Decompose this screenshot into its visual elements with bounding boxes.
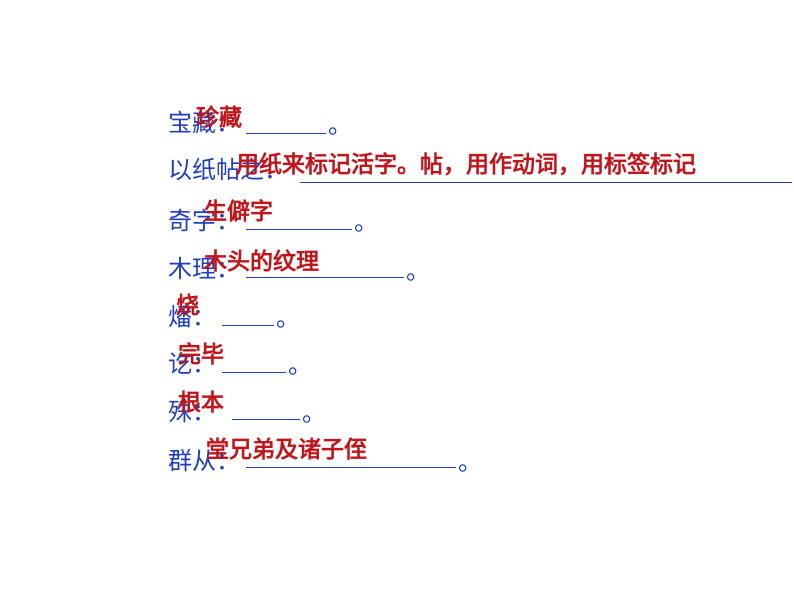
item-row-5: 燔： 。 烧 [0,0,794,332]
answer-text: 生僻字 [204,199,273,225]
item-row-1: 宝藏： 。 珍藏 [0,0,794,139]
item-row-8: 群从： 。 堂兄弟及诸子侄 [0,0,794,476]
period: 。 [406,257,430,285]
period: 。 [328,111,352,139]
answer-blank [222,372,286,373]
answer-text: 堂兄弟及诸子侄 [206,437,367,463]
term-label: 讫： [168,350,216,378]
period: 。 [458,448,482,476]
answer-blank [246,133,326,134]
item-row-3: 奇字： 。 生僻字 [0,0,794,236]
term-label: 殊： [168,398,216,426]
answer-blank [246,277,404,278]
answer-text: 木头的纹理 [204,249,319,275]
item-row-7: 殊： 。 根本 [0,0,794,427]
answer-text: 完毕 [178,342,224,368]
answer-text: 根本 [178,390,224,416]
answer-blank [222,325,274,326]
term-label: 奇字： [168,207,240,235]
period: 。 [302,399,326,427]
item-row-4: 木理： 。 木头的纹理 [0,0,794,285]
term-label: 宝藏： [168,109,240,137]
answer-blank [232,419,300,420]
answer-text: 烧 [176,293,199,319]
period: 。 [288,351,312,379]
period: 。 [354,208,378,236]
answer-text: 用纸来标记活字。帖，用作动词，用标签标记 [236,152,696,178]
term-label: 群从： [168,447,240,475]
answer-text: 珍藏 [196,105,242,131]
answer-blank [300,182,792,183]
term-label: 以纸帖之： [168,156,288,184]
item-row-2: 以纸帖之： 用纸来标记活字。帖，用作动词，用标签标记 [0,0,794,184]
term-label: 燔： [168,303,216,331]
term-label: 木理： [168,255,240,283]
answer-blank [246,467,456,468]
period: 。 [276,304,300,332]
answer-blank [246,229,352,230]
item-row-6: 讫： 。 完毕 [0,0,794,379]
